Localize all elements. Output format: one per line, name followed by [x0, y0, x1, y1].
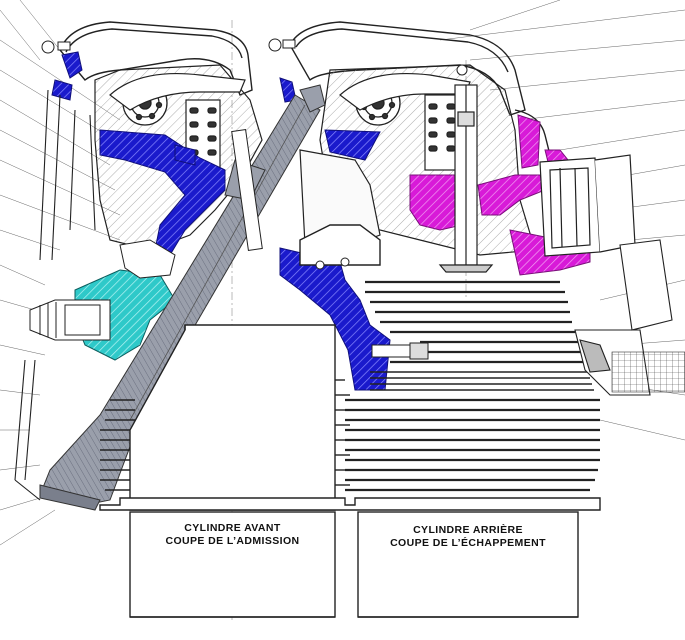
exhaust-valve	[438, 84, 494, 273]
rear-cylinder-fins-dense	[370, 371, 594, 391]
intake-passages	[51, 51, 391, 391]
intake-valve-front	[231, 129, 263, 251]
exhaust-pipe	[539, 154, 636, 257]
spark-plug	[371, 342, 429, 360]
rear-cylinder-fins	[345, 280, 600, 492]
rear-crankcase-panel	[357, 511, 579, 618]
caption-front-cylinder: CYLINDRE AVANT COUPE DE L’ADMISSION	[135, 522, 330, 548]
valve-adjusters	[41, 38, 468, 270]
caption-rear-line2: COUPE DE L’ÉCHAPPEMENT	[390, 537, 546, 549]
caption-rear-cylinder: CYLINDRE ARRIÈRE COUPE DE L’ÉCHAPPEMENT	[362, 524, 574, 550]
cooling-mesh	[611, 351, 685, 393]
caption-front-line1: CYLINDRE AVANT	[184, 522, 281, 534]
air-filter	[29, 299, 111, 341]
caption-front-line2: COUPE DE L’ADMISSION	[165, 535, 300, 547]
front-cylinder-fins	[100, 379, 350, 491]
caption-rear-line1: CYLINDRE ARRIÈRE	[413, 524, 523, 536]
frame-tubes-left	[14, 89, 96, 501]
exhaust-passages	[409, 114, 591, 276]
crankcase	[99, 497, 601, 618]
